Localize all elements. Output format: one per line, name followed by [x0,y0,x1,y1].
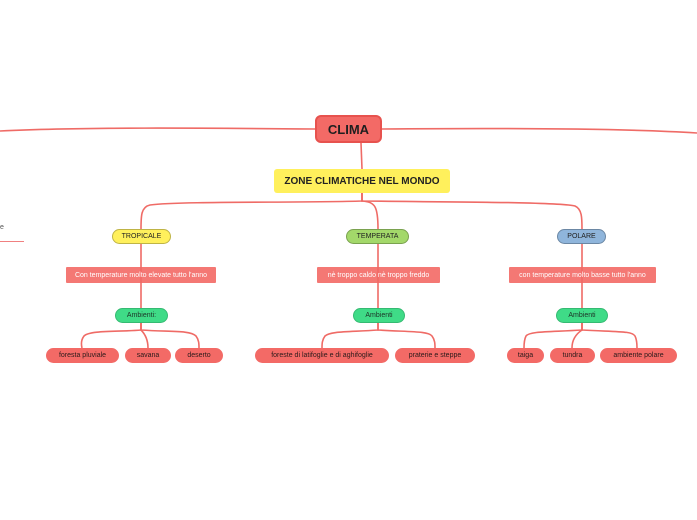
leaf-foreste-latifoglie-aghifoglie[interactable]: foreste di latifoglie e di aghifoglie [255,348,389,363]
ambienti-node-tropicale[interactable]: Ambienti: [115,308,168,323]
leaf-ambiente-polare[interactable]: ambiente polare [600,348,677,363]
ambienti-node-polare[interactable]: Ambienti [556,308,608,323]
topic-node-zone-climatiche[interactable]: ZONE CLIMATICHE NEL MONDO [274,169,450,193]
description-polare[interactable]: con temperature molto basse tutto l'anno [509,267,656,283]
topic-polare-link [361,193,583,230]
temperata-leaf-2-link [377,323,436,349]
tropicale-leaf-3-link [140,323,200,349]
polare-leaf-1-link [523,323,583,349]
leaf-savana[interactable]: savana [125,348,171,363]
root-right-branch [381,127,697,134]
leaf-foresta-pluviale[interactable]: foresta pluviale [46,348,119,363]
tropicale-leaf-2-link [140,323,149,349]
tropicale-leaf-1-link [80,323,142,349]
root-topic-link [360,142,363,170]
leaf-deserto[interactable]: deserto [175,348,223,363]
description-temperata[interactable]: nè troppo caldo nè troppo freddo [317,267,440,283]
root-left-branch [0,127,316,132]
left-fragment-text: e [0,224,4,231]
topic-temperata-link [361,193,379,230]
leaf-taiga[interactable]: taiga [507,348,544,363]
leaf-tundra[interactable]: tundra [550,348,595,363]
ambienti-node-temperata[interactable]: Ambienti [353,308,405,323]
leaf-praterie-steppe[interactable]: praterie e steppe [395,348,475,363]
topic-tropicale-link [140,193,363,230]
zone-node-tropicale[interactable]: TROPICALE [112,229,171,244]
left-fragment-underline [0,241,24,242]
description-tropicale[interactable]: Con temperature molto elevate tutto l'an… [66,267,216,283]
polare-leaf-3-link [581,323,638,349]
zone-node-temperata[interactable]: TEMPERATA [346,229,409,244]
zone-node-polare[interactable]: POLARE [557,229,606,244]
polare-leaf-2-link [571,323,583,349]
root-node-clima[interactable]: CLIMA [315,115,382,143]
temperata-leaf-1-link [321,323,379,349]
